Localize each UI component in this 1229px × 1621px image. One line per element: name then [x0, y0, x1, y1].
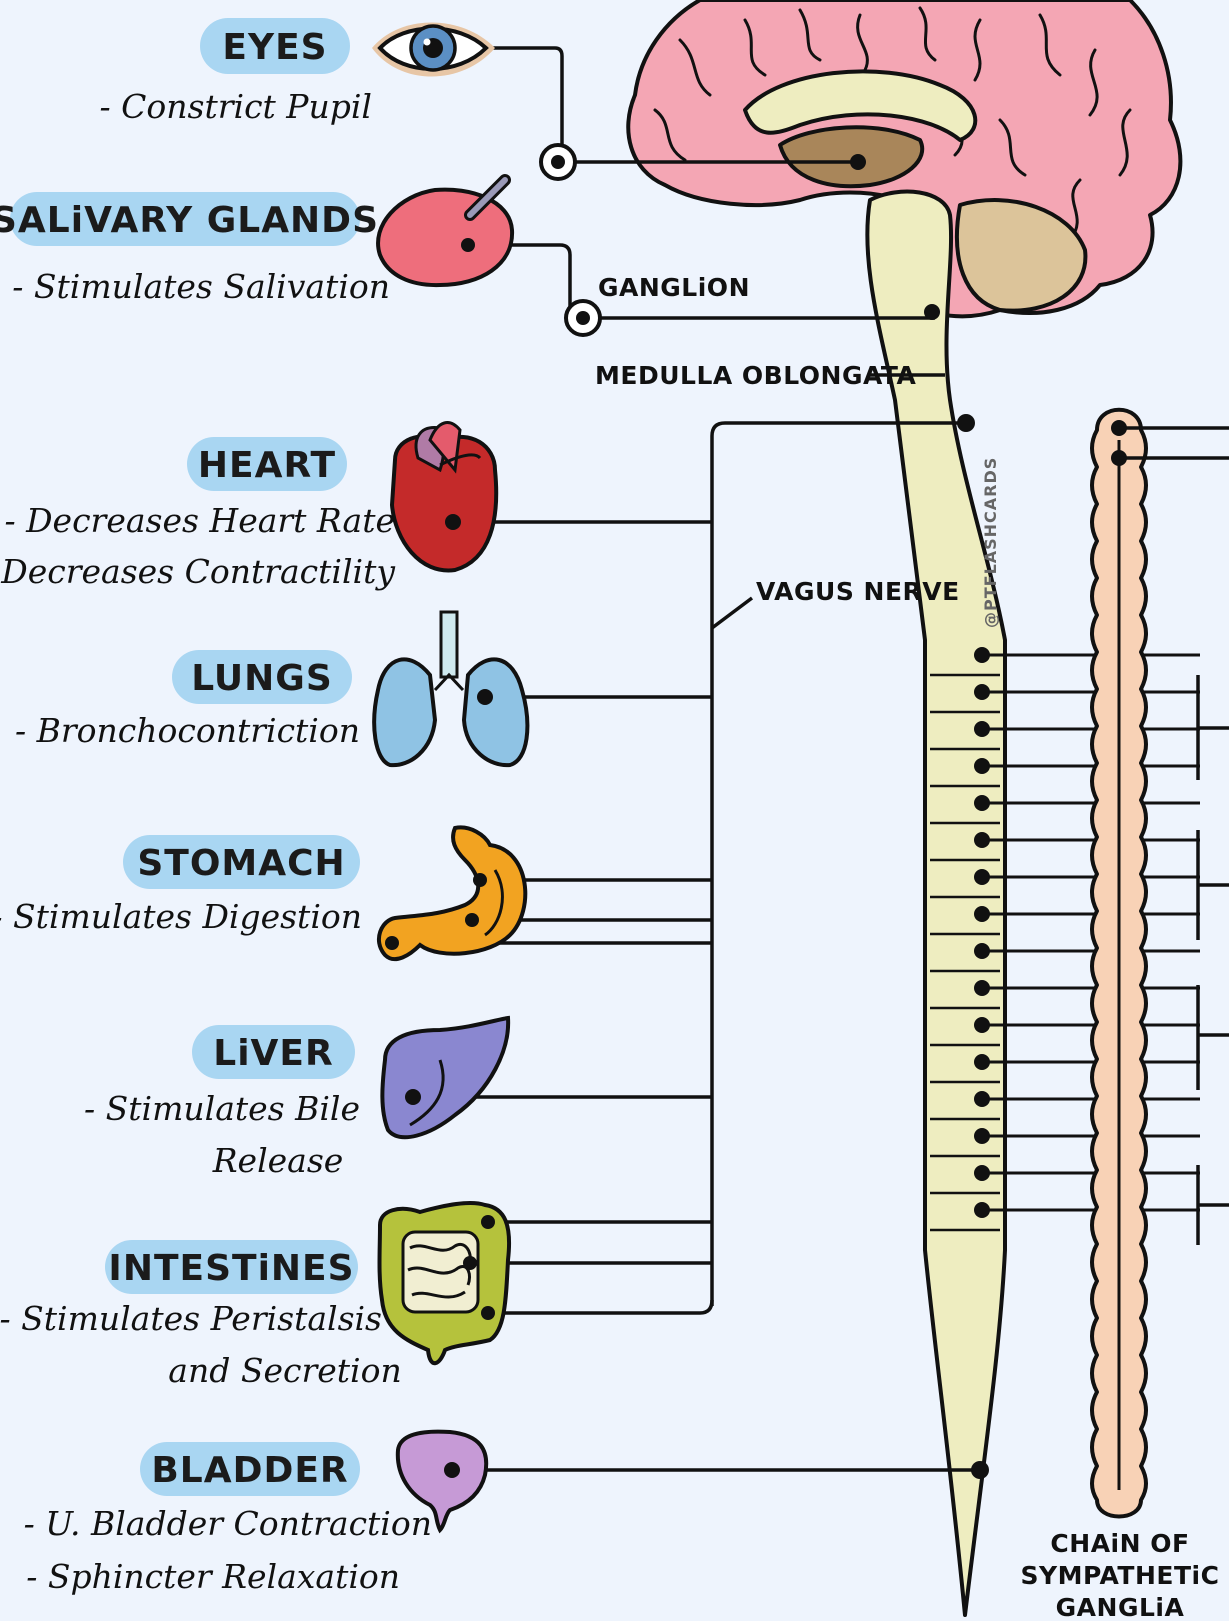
eye-icon — [372, 23, 495, 77]
ganglion-label: GANGLiON — [598, 273, 750, 302]
eyes-name: EYES — [222, 27, 327, 68]
medulla-oblongata-label: MEDULLA OBLONGATA — [595, 361, 916, 390]
vagus-nerve-label: VAGUS NERVE — [756, 577, 960, 606]
heart-icon — [392, 423, 496, 571]
liver-effect-1: - Stimulates Bile — [84, 1089, 360, 1128]
bladder-name: BLADDER — [151, 1450, 348, 1491]
salivary-label-group: SALiVARY GLANDS - Stimulates Salivation — [0, 192, 390, 306]
bladder-label-group: BLADDER - U. Bladder Contraction - Sphinct… — [24, 1442, 432, 1596]
heart-name: HEART — [198, 445, 336, 486]
spinal-cord — [867, 192, 1200, 1615]
bladder-effect-2: - Sphincter Relaxation — [26, 1557, 400, 1596]
chain-label-line-3: GANGLiA — [1056, 1593, 1185, 1621]
lungs-effect-1: - Bronchocontriction — [15, 711, 360, 750]
eyes-label-group: EYES - Constrict Pupil — [100, 18, 372, 126]
vagus-nucleus-dot — [957, 414, 975, 432]
eye-nucleus-dot — [850, 154, 866, 170]
intestines-name: INTESTiNES — [108, 1248, 354, 1289]
sacral-nucleus-dot — [971, 1461, 989, 1479]
bladder-effect-1: - U. Bladder Contraction — [24, 1504, 432, 1543]
lungs-icon — [374, 612, 527, 765]
intestines-effect-1: - Stimulates Peristalsis — [0, 1299, 382, 1338]
sympathetic-chain — [1092, 410, 1229, 1517]
lungs-name: LUNGS — [191, 658, 333, 699]
salivary-name: SALiVARY GLANDS — [0, 200, 379, 241]
stomach-name: STOMACH — [137, 843, 345, 884]
brainstem — [867, 192, 1005, 1615]
liver-icon — [382, 1018, 508, 1137]
chain-label-line-2: SYMPATHETiC — [1021, 1561, 1220, 1590]
intestines-label-group: INTESTiNES - Stimulates Peristalsis and Se… — [0, 1240, 402, 1390]
salivary-gland-icon — [378, 180, 512, 285]
stomach-label-group: STOMACH - Stimulates Digestion — [0, 835, 362, 936]
chain-label-line-1: CHAiN OF — [1050, 1529, 1189, 1558]
heart-label-group: HEART - Decreases Heart Rate - Decreases C… — [0, 437, 395, 591]
vagus-label-pointer — [712, 598, 752, 628]
heart-effect-1: - Decreases Heart Rate — [4, 501, 395, 540]
watermark-label: @PTFLASHCARDS — [981, 457, 1000, 628]
liver-effect-2: Release — [212, 1141, 344, 1180]
stomach-icon — [379, 827, 525, 959]
liver-name: LiVER — [213, 1033, 333, 1074]
salivary-nucleus-dot — [924, 304, 940, 320]
stomach-effect-1: - Stimulates Digestion — [0, 897, 362, 936]
chain-bracket — [1198, 830, 1229, 940]
intestine-branch-3 — [490, 1300, 712, 1313]
chain-bracket — [1198, 675, 1229, 780]
salivary-ganglion-dot — [576, 311, 590, 325]
chain-bracket — [1198, 985, 1229, 1090]
chain-bracket — [1198, 1165, 1229, 1245]
salivary-effect-1: - Stimulates Salivation — [12, 267, 390, 306]
lungs-label-group: LUNGS - Bronchocontriction — [15, 650, 360, 750]
eye-ganglion-dot — [551, 155, 565, 169]
intestines-effect-2: and Secretion — [168, 1351, 401, 1390]
heart-effect-2: - Decreases Contractility — [0, 552, 395, 591]
intestines-icon — [380, 1203, 510, 1363]
eyes-effect-1: - Constrict Pupil — [100, 87, 372, 126]
